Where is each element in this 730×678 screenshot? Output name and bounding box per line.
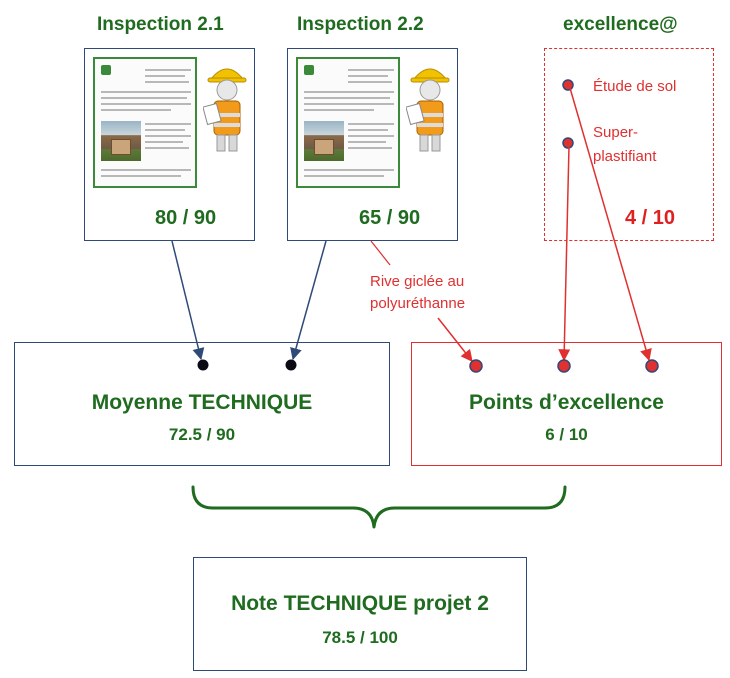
final-title: Note TECHNIQUE projet 2 — [231, 592, 489, 615]
annotation-line-2: polyuréthanne — [370, 295, 466, 312]
inspector-figure-icon — [406, 68, 450, 152]
excellence-item-super: Super- — [593, 124, 639, 141]
inspection-2-title: Inspection 2.2 — [297, 14, 424, 35]
inspection-1-title: Inspection 2.1 — [97, 14, 224, 35]
points-box: Points d’excellence 6 / 10 — [411, 342, 722, 466]
inspection-2-score: 65 / 90 — [359, 207, 421, 229]
average-value: 72.5 / 90 — [168, 425, 236, 444]
excellence-box: Étude de sol Super- plastifiant 4 / 10 — [544, 48, 714, 241]
inspection-1-score: 80 / 90 — [155, 207, 217, 229]
excellence-title: excellence@ — [563, 14, 678, 35]
excellence-score: 4 / 10 — [625, 207, 676, 229]
annotation-line-1: Rive giclée au — [370, 273, 465, 290]
average-title: Moyenne TECHNIQUE — [91, 391, 313, 414]
inspection-report-thumbnail — [296, 57, 400, 188]
average-box: Moyenne TECHNIQUE 72.5 / 90 — [14, 342, 390, 466]
points-title: Points d’excellence — [469, 391, 664, 414]
annotation-leader — [370, 240, 391, 266]
inspection-2-box: 65 / 90 — [287, 48, 458, 241]
excellence-item-plastifiant: plastifiant — [593, 148, 657, 165]
inspection-report-thumbnail — [93, 57, 197, 188]
inspector-figure-icon — [203, 68, 247, 152]
inspection-1-box: 80 / 90 — [84, 48, 255, 241]
points-value: 6 / 10 — [545, 425, 588, 444]
final-box: Note TECHNIQUE projet 2 78.5 / 100 — [193, 557, 527, 671]
combine-brace — [191, 485, 567, 529]
excellence-item-etude: Étude de sol — [593, 78, 677, 95]
final-value: 78.5 / 100 — [322, 628, 398, 647]
